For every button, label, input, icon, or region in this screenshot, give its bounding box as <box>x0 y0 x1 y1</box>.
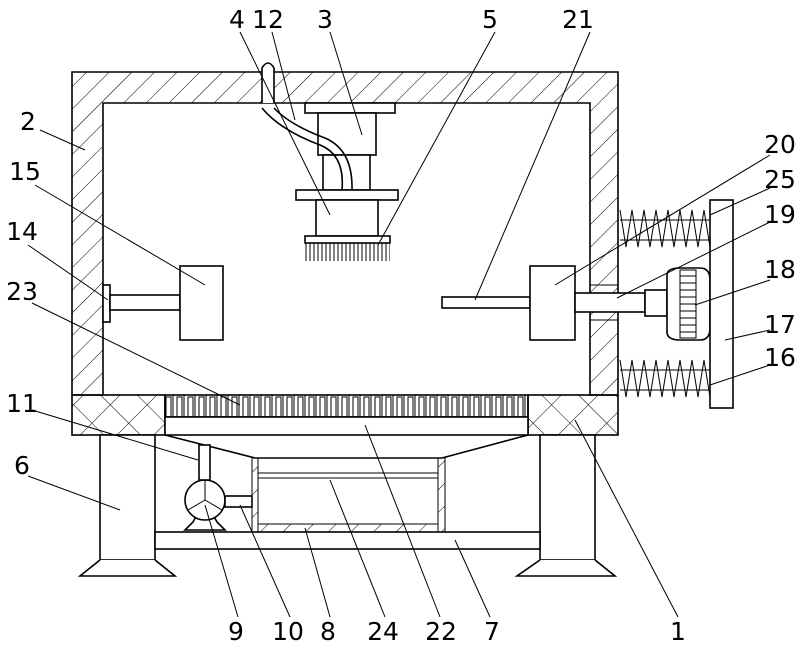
motor-4 <box>315 199 379 237</box>
bottom-plate <box>71 394 619 436</box>
label-18: 18 <box>764 255 796 284</box>
label-20: 20 <box>764 130 796 159</box>
label-11: 11 <box>6 389 38 418</box>
label-14: 14 <box>6 217 38 246</box>
label-2: 2 <box>20 107 36 136</box>
label-16: 16 <box>764 343 796 372</box>
brush-5 <box>304 235 391 244</box>
label-9: 9 <box>228 617 244 646</box>
label-19: 19 <box>764 200 796 229</box>
label-22: 22 <box>425 617 457 646</box>
label-10: 10 <box>272 617 304 646</box>
label-4: 4 <box>229 5 245 34</box>
collection-box <box>164 434 529 533</box>
part-labels: 1 2 3 4 5 6 7 8 9 10 11 12 14 15 16 17 1… <box>6 5 796 646</box>
label-17: 17 <box>764 310 796 339</box>
label-3: 3 <box>317 5 333 34</box>
rod-21 <box>441 296 531 309</box>
left-clamp <box>102 265 224 341</box>
plate-17 <box>709 199 734 409</box>
label-6: 6 <box>14 451 30 480</box>
cylinder-3 <box>317 112 377 156</box>
label-5: 5 <box>482 5 498 34</box>
label-23: 23 <box>6 277 38 306</box>
label-25: 25 <box>764 165 796 194</box>
label-8: 8 <box>320 617 336 646</box>
label-21: 21 <box>562 5 594 34</box>
label-15: 15 <box>9 157 41 186</box>
right-drive <box>441 199 734 409</box>
label-24: 24 <box>367 617 399 646</box>
support-frame <box>77 434 618 577</box>
label-1: 1 <box>670 617 686 646</box>
label-12: 12 <box>252 5 284 34</box>
leader-lines <box>27 31 771 618</box>
label-7: 7 <box>484 617 500 646</box>
brush-lift-assembly <box>261 62 399 261</box>
pump <box>183 444 253 531</box>
pipe-12 <box>261 62 275 103</box>
